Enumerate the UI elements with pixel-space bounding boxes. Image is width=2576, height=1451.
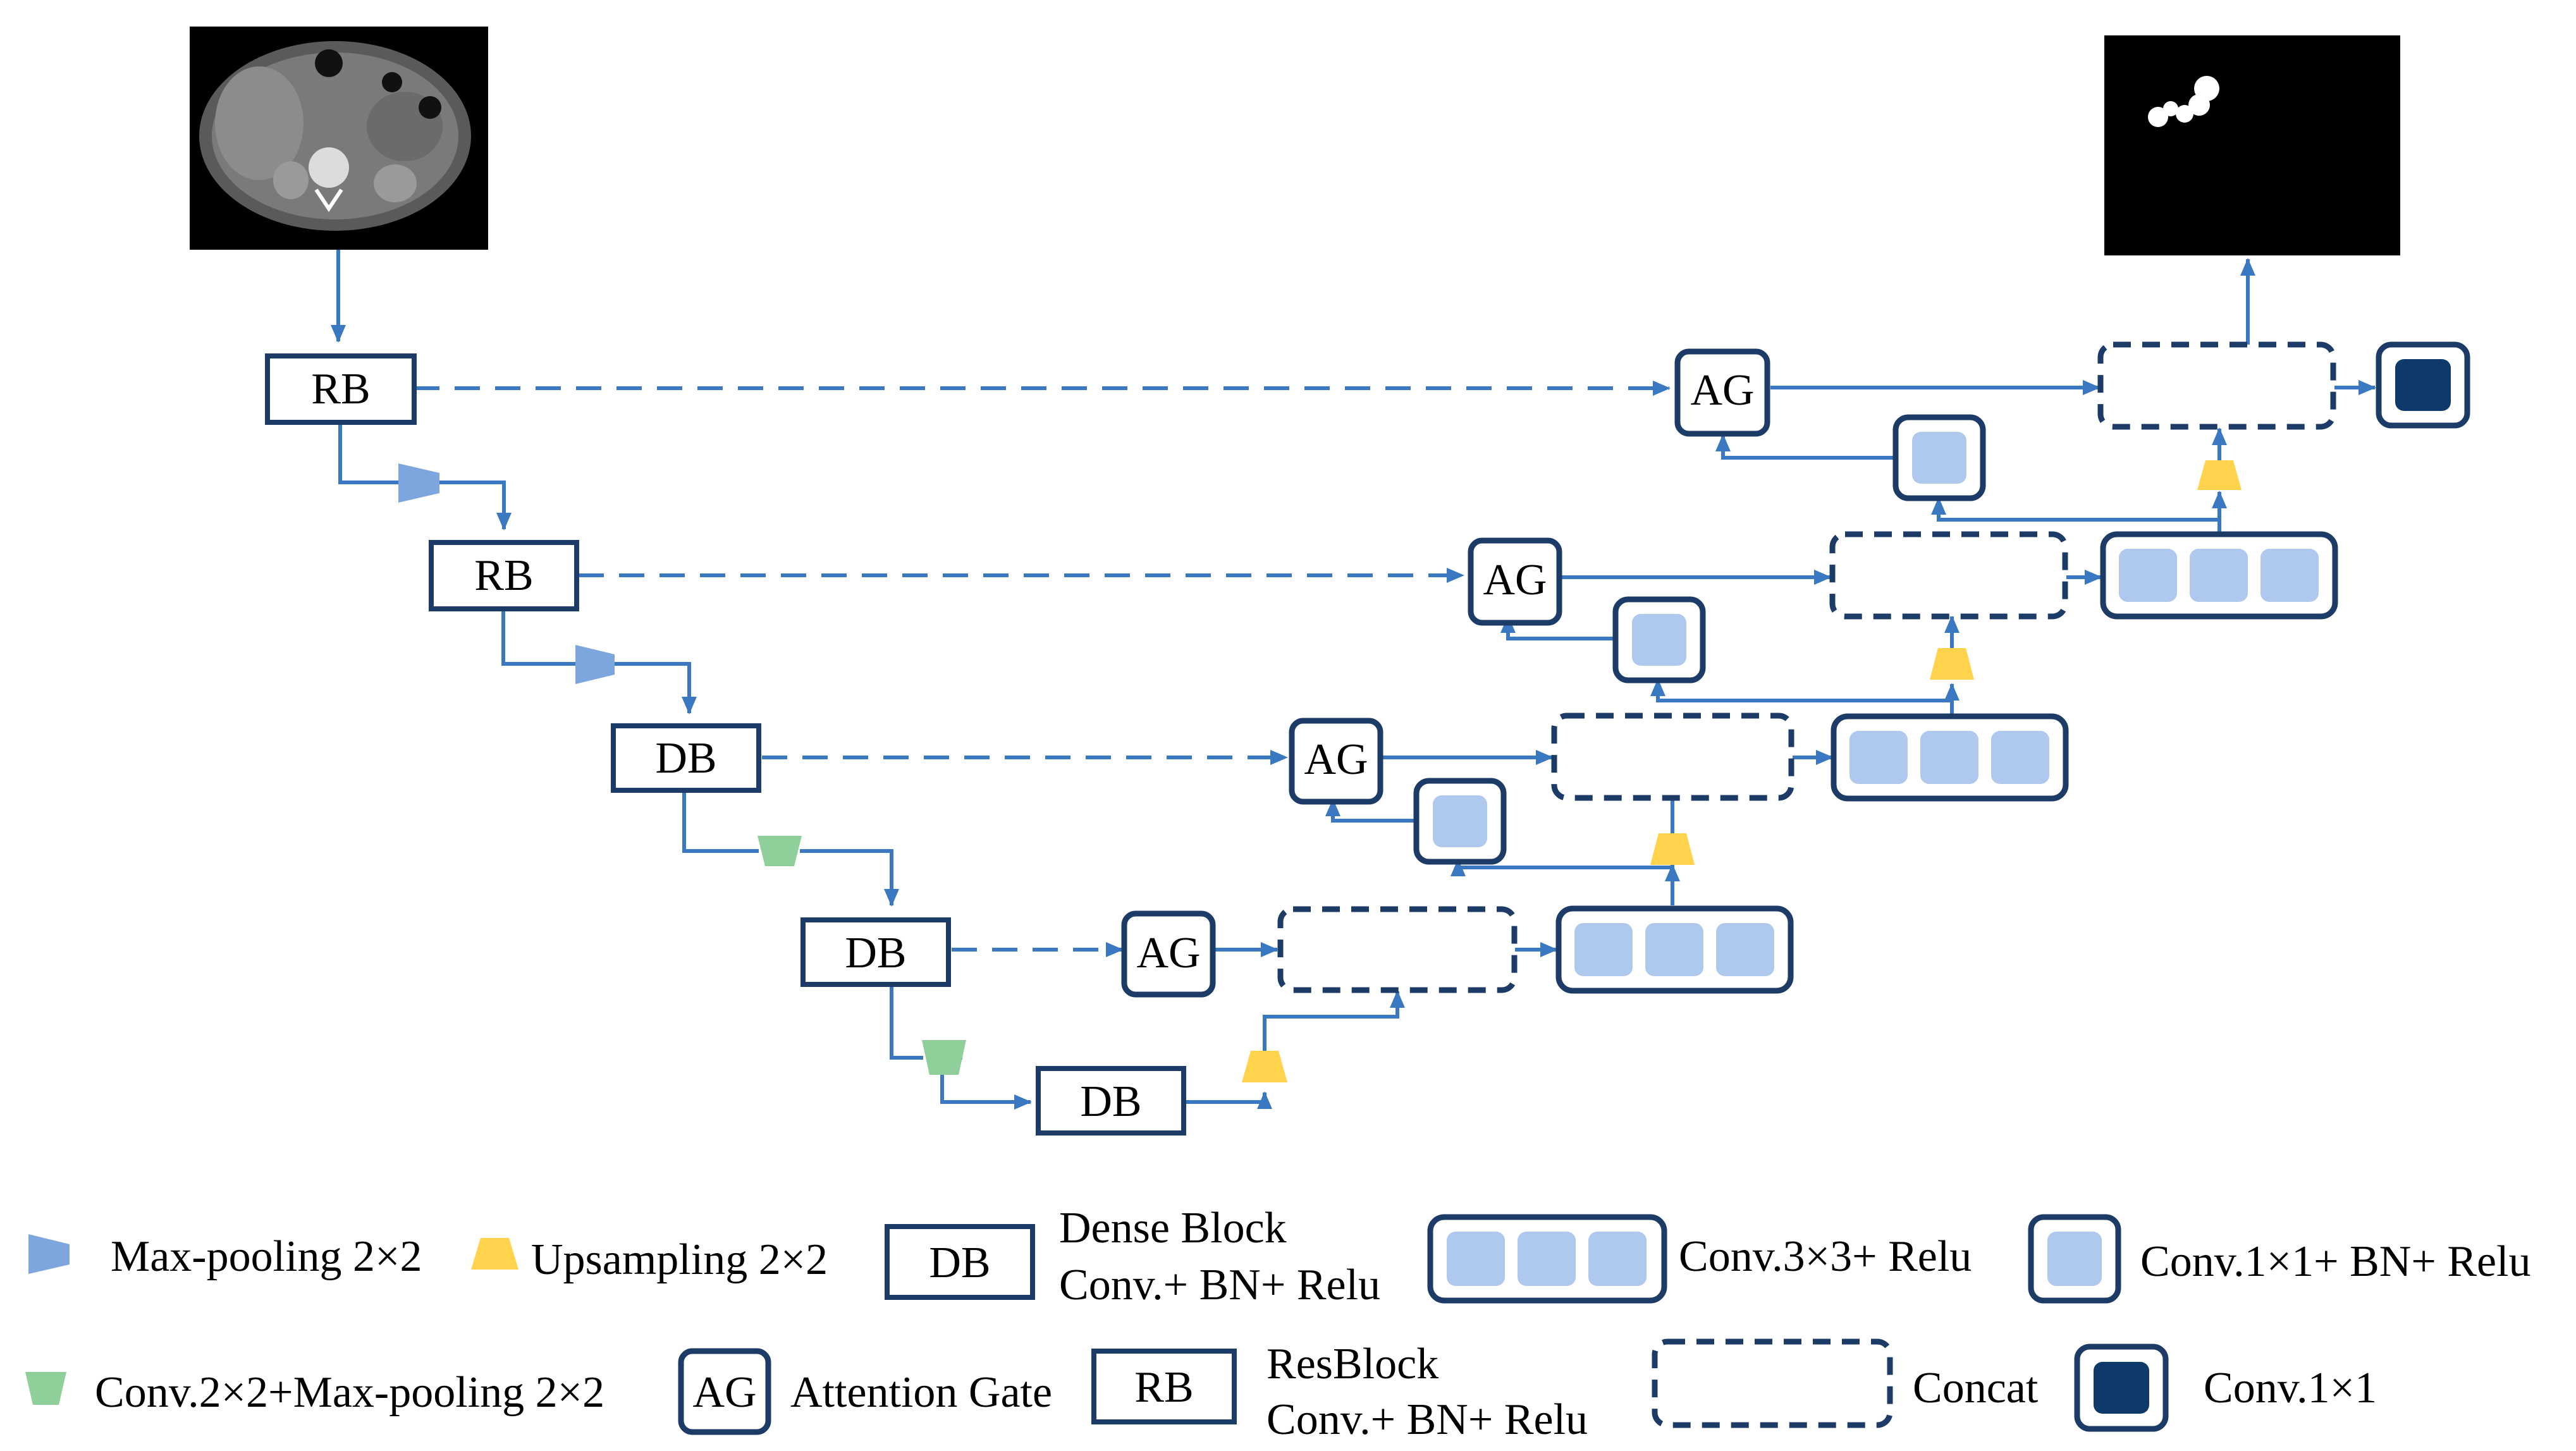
- db-2-label: DB: [845, 929, 906, 977]
- legend-conv-maxpool-icon: [25, 1372, 66, 1405]
- conv-maxpool-1: [757, 836, 802, 866]
- output-mask-image: [2104, 35, 2400, 255]
- encoder-block-db-3: DB: [1036, 1066, 1186, 1136]
- attention-gate-1: AG: [1674, 348, 1770, 437]
- maxpool-shapes: [398, 463, 615, 684]
- legend-rb-symbol: RB: [1134, 1363, 1193, 1412]
- concat-1: [1277, 906, 1518, 993]
- maxpool-1: [398, 463, 439, 503]
- ag-4-label: AG: [1136, 929, 1200, 977]
- legend: Max-pooling 2×2 Upsampling 2×2 DB Dense …: [25, 1204, 2531, 1444]
- legend-maxpool-label: Max-pooling 2×2: [111, 1232, 422, 1281]
- legend-maxpool-icon: [28, 1234, 70, 1274]
- concat-2: [1551, 713, 1794, 801]
- encoder-block-db-2: DB: [800, 917, 951, 987]
- legend-conv1-icon: [2074, 1344, 2169, 1432]
- legend-ag-icon: [678, 1348, 771, 1435]
- ag-1-label: AG: [1690, 366, 1754, 415]
- conv-maxpool-2: [922, 1040, 966, 1075]
- legend-conv1-bn-icon: [2028, 1214, 2121, 1304]
- rb-1-label: RB: [311, 365, 370, 413]
- skip-connections: [414, 381, 1671, 957]
- conv1-bn-block-1: [1413, 778, 1507, 865]
- legend-rb-detail: Conv.+ BN+ Relu: [1267, 1395, 1588, 1444]
- upsample-2: [1650, 833, 1695, 865]
- conv1-bn-block-2: [1612, 596, 1706, 683]
- db-3-label: DB: [1080, 1077, 1141, 1126]
- conv3-block-2: [1831, 713, 2069, 802]
- upsample-shapes: [1242, 460, 2242, 1082]
- legend-db-icon: [885, 1224, 1035, 1300]
- legend-ag-symbol: AG: [692, 1368, 756, 1417]
- legend-db-title: Dense Block: [1059, 1204, 1287, 1252]
- conv1-bn-block-3: [1892, 414, 1986, 501]
- input-ct-image: [190, 27, 488, 250]
- legend-upsample-icon: [471, 1238, 518, 1270]
- conv3-block-3: [2100, 531, 2338, 620]
- legend-conv3-icon: [1427, 1214, 1667, 1304]
- legend-ag-title: Attention Gate: [790, 1368, 1052, 1417]
- legend-concat-label: Concat: [1913, 1364, 2039, 1412]
- final-conv1-block: [2376, 341, 2470, 429]
- encoder-block-rb-1: RB: [265, 353, 417, 425]
- encoder-block-db-1: DB: [611, 723, 761, 793]
- rb-2-label: RB: [474, 551, 533, 600]
- attention-gate-4: AG: [1121, 910, 1216, 998]
- legend-rb-icon: [1091, 1349, 1237, 1424]
- encoder-block-rb-2: RB: [429, 540, 579, 611]
- ag-3-label: AG: [1304, 735, 1368, 784]
- legend-conv3-label: Conv.3×3+ Relu: [1679, 1232, 1972, 1281]
- conv1-bn-blocks: [1413, 414, 1986, 865]
- legend-conv-maxpool-label: Conv.2×2+Max-pooling 2×2: [95, 1368, 604, 1417]
- conv-maxpool-shapes: [757, 836, 966, 1075]
- legend-db-symbol: DB: [929, 1239, 990, 1287]
- legend-conv1-bn-label: Conv.1×1+ BN+ Relu: [2140, 1237, 2531, 1286]
- upsample-3: [1930, 648, 1974, 680]
- concat-3: [1829, 531, 2068, 620]
- ag-2-label: AG: [1483, 556, 1547, 604]
- upsample-1: [1242, 1051, 1287, 1082]
- concat-4: [2097, 341, 2336, 430]
- legend-concat-icon: [1652, 1338, 1893, 1428]
- legend-db-detail: Conv.+ BN+ Relu: [1059, 1261, 1380, 1309]
- attention-gate-3: AG: [1289, 718, 1383, 805]
- legend-conv1-label: Conv.1×1: [2204, 1364, 2377, 1412]
- conv3-block-1: [1555, 905, 1794, 994]
- attention-gate-2: AG: [1468, 537, 1562, 626]
- upsample-4: [2197, 460, 2242, 490]
- legend-rb-title: ResBlock: [1267, 1340, 1438, 1388]
- legend-upsample-label: Upsampling 2×2: [531, 1235, 828, 1284]
- concat-boxes: [1277, 341, 2336, 993]
- maxpool-2: [575, 645, 615, 684]
- db-1-label: DB: [655, 734, 716, 783]
